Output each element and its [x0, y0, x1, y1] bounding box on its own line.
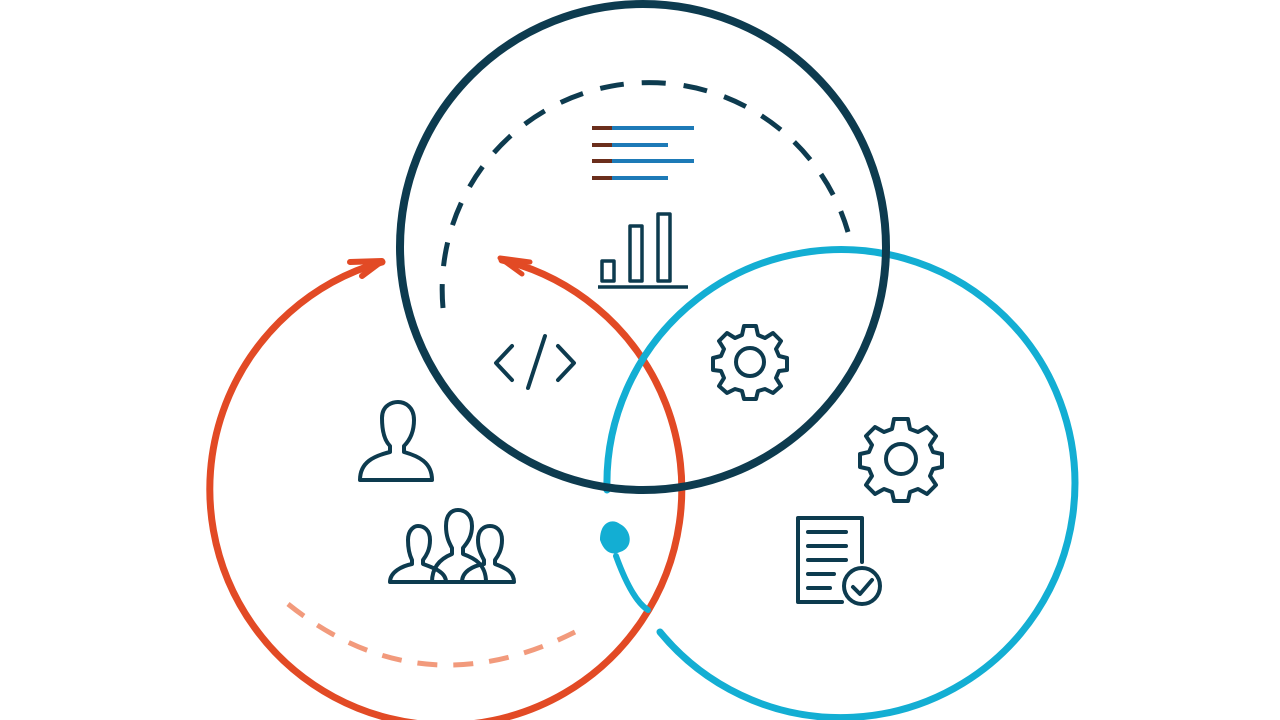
orange-circle-arc [206, 256, 686, 720]
user-icon [358, 400, 434, 482]
orange-dashed-arc [286, 602, 577, 668]
code-icon [494, 334, 576, 390]
cyan-tail-arc [613, 553, 651, 613]
document-check-icon [796, 516, 882, 606]
bar-chart-icon [598, 212, 688, 289]
orange-arrow-head-left [347, 258, 385, 279]
location-pin-icon [600, 521, 630, 554]
cyan-circle-arc [603, 246, 1079, 720]
user-group-icon [388, 508, 516, 584]
navy-dashed-arc [439, 80, 851, 309]
list-icon [592, 126, 694, 180]
orange-circle [206, 255, 686, 720]
gear-icon [858, 417, 944, 503]
cyan-circle [600, 246, 1079, 720]
orange-arrow-head-right [497, 255, 533, 277]
gear-icon [711, 324, 789, 401]
navy-circle [396, 0, 890, 494]
navy-circle-ring [396, 0, 890, 494]
